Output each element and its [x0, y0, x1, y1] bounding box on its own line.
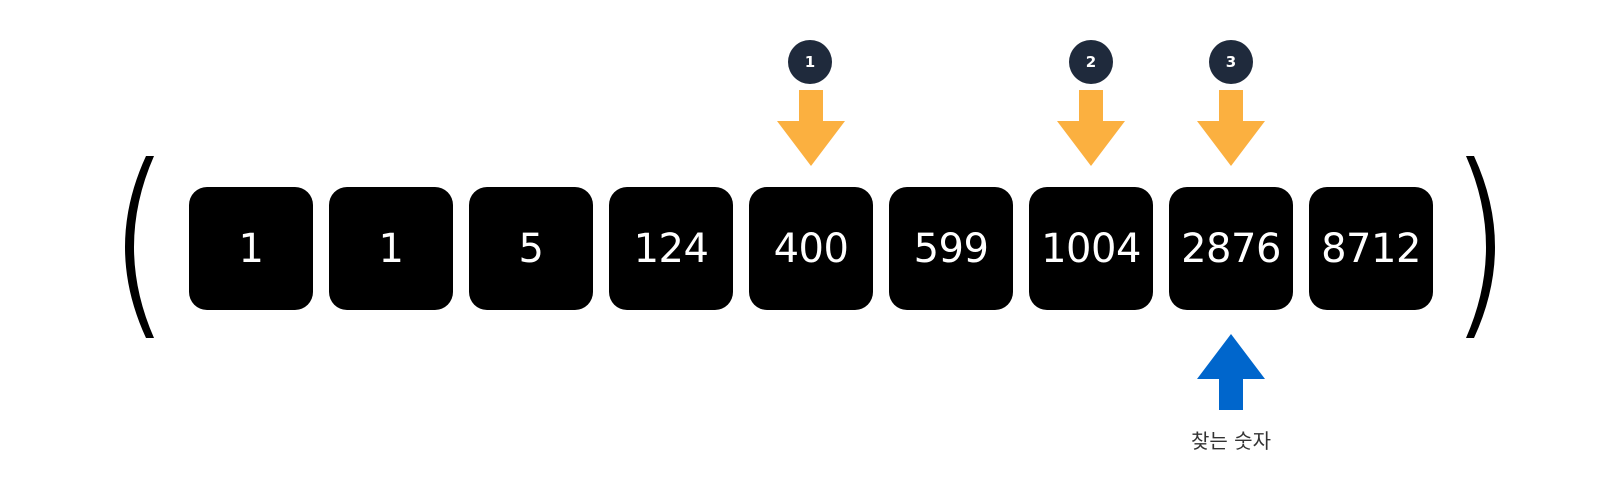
step-number: 3 — [1225, 53, 1237, 71]
array-cell-value: 400 — [773, 225, 849, 272]
array-cell: 599 — [889, 187, 1013, 310]
step-number: 1 — [804, 53, 816, 71]
search-pointer-arrow-icon — [1197, 90, 1265, 166]
array-cell-value: 8712 — [1321, 225, 1421, 272]
array-cell: 400 — [749, 187, 873, 310]
step-number: 2 — [1085, 53, 1097, 71]
array-cell: 8712 — [1309, 187, 1433, 310]
target-arrow-icon — [1197, 334, 1265, 410]
array-cell: 124 — [609, 187, 733, 310]
left-parenthesis — [125, 156, 154, 338]
array-cell: 1 — [189, 187, 313, 310]
array-cell: 1 — [329, 187, 453, 310]
search-pointer-arrow-icon — [1057, 90, 1125, 166]
array-cell-value: 1 — [238, 225, 264, 272]
array-cell: 1004 — [1029, 187, 1153, 310]
step-badge: 3 — [1209, 40, 1253, 84]
step-badge: 2 — [1069, 40, 1113, 84]
array-cell-value: 1 — [378, 225, 404, 272]
right-parenthesis — [1466, 156, 1495, 338]
search-pointer-arrow-icon — [777, 90, 845, 166]
step-badge: 1 — [788, 40, 832, 84]
target-label: 찾는 숫자 — [1191, 429, 1271, 453]
array-cell-value: 5 — [518, 225, 544, 272]
array-cell: 5 — [469, 187, 593, 310]
array-cell-value: 2876 — [1181, 225, 1281, 272]
array-cell-value: 1004 — [1041, 225, 1141, 272]
array-cell-value: 124 — [633, 225, 709, 272]
array-cell-value: 599 — [913, 225, 989, 272]
array-cell: 2876 — [1169, 187, 1293, 310]
